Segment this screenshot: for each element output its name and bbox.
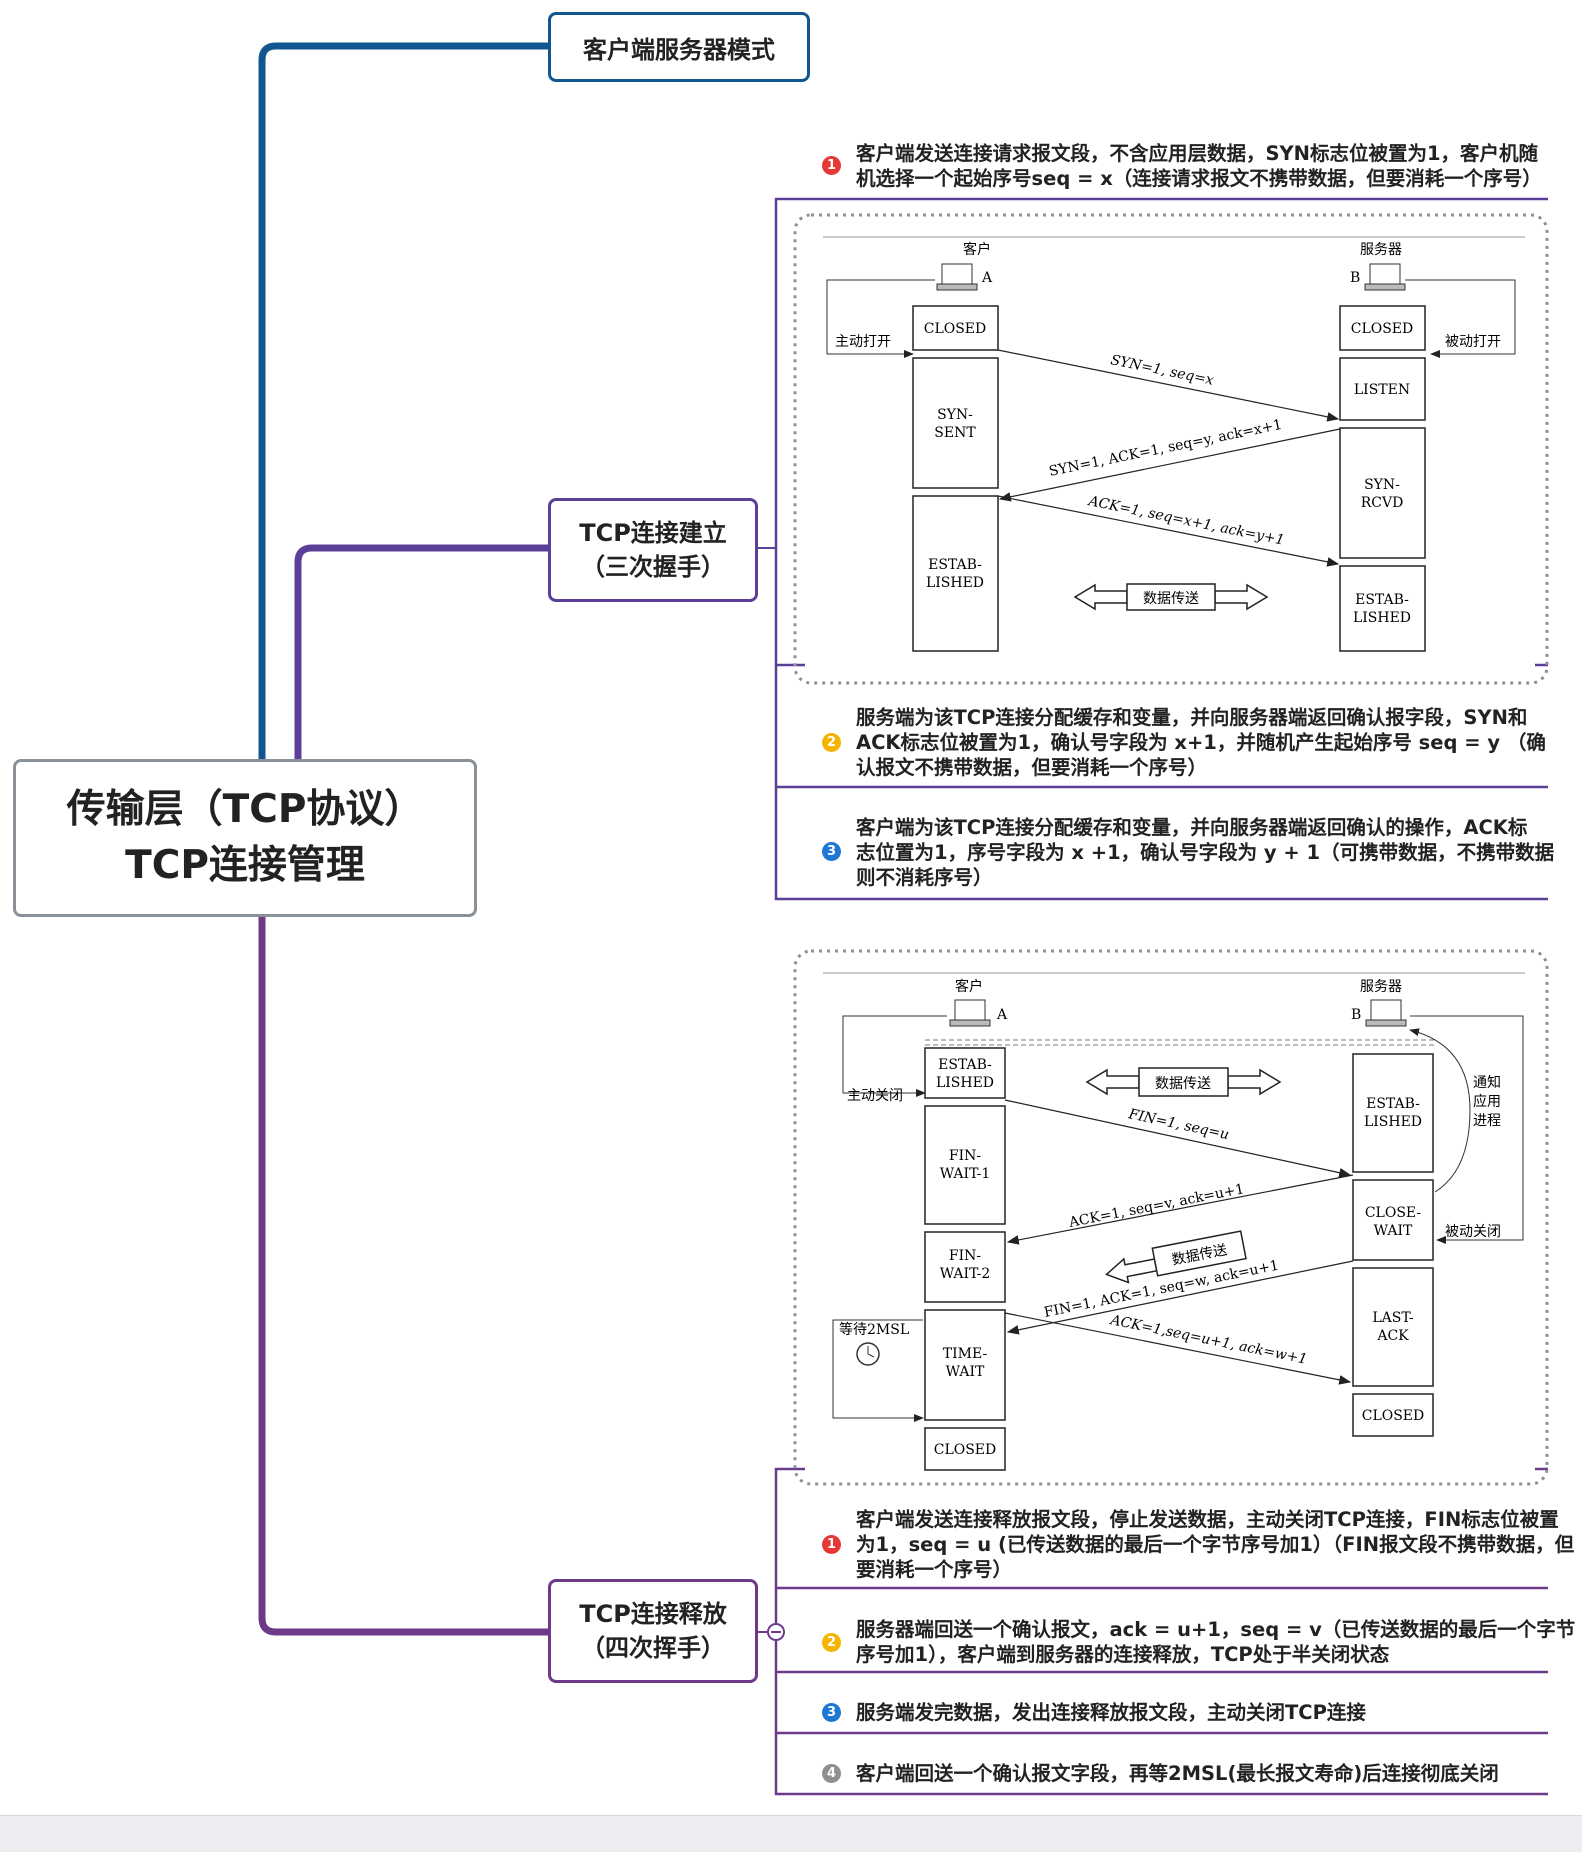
svg-text:等待2MSL: 等待2MSL	[839, 1321, 909, 1338]
svg-text:WAIT-1: WAIT-1	[940, 1166, 991, 1182]
badge-1-icon: 1	[822, 1535, 841, 1554]
connect-item-1-line1: 客户端发送连接请求报文段，不含应用层数据，SYN标志位被置为1，客户机随	[856, 142, 1539, 165]
svg-text:ESTAB-: ESTAB-	[1355, 592, 1409, 608]
topic-client-server[interactable]: 客户端服务器模式	[548, 12, 810, 82]
release-item-2-line1: 服务器端回送一个确认报文，ack = u+1，seq = v（已传送数据的最后一…	[856, 1618, 1576, 1641]
svg-text:数据传送: 数据传送	[1155, 1076, 1211, 1092]
svg-text:主动关闭: 主动关闭	[847, 1088, 903, 1104]
badge-1-icon: 1	[822, 156, 841, 175]
topic-tcp-connect[interactable]: TCP连接建立 （三次握手）	[548, 498, 758, 602]
connect-item-1-line2: 机选择一个起始序号seq = x（连接请求报文不携带数据，但要消耗一个序号）	[856, 167, 1542, 190]
svg-text:CLOSE-: CLOSE-	[1365, 1205, 1422, 1221]
topic-tcp-release[interactable]: TCP连接释放 （四次挥手）	[548, 1579, 758, 1683]
svg-text:LISHED: LISHED	[926, 575, 984, 591]
topic-release-line2: （四次挥手）	[580, 1634, 725, 1662]
wave-diagram: 客户 服务器 A B 主动关闭 被动关闭 通知 应用 进程 等待2MSL EST…	[805, 960, 1535, 1475]
topic-connect-line2: （三次握手）	[580, 553, 725, 581]
release-item-1[interactable]: 客户端发送连接释放报文段，停止发送数据，主动关闭TCP连接，FIN标志位被置 为…	[856, 1507, 1574, 1582]
server-label: 服务器	[1360, 242, 1402, 258]
badge-2-icon: 2	[822, 1633, 841, 1652]
connect-item-1[interactable]: 客户端发送连接请求报文段，不含应用层数据，SYN标志位被置为1，客户机随 机选择…	[856, 141, 1542, 191]
svg-text:主动打开: 主动打开	[835, 333, 891, 350]
bottom-scroll-bar[interactable]	[0, 1815, 1582, 1852]
svg-text:进程: 进程	[1473, 1113, 1501, 1129]
svg-text:SYN-: SYN-	[1364, 477, 1400, 493]
badge-3-icon: 3	[822, 1703, 841, 1722]
connect-item-3[interactable]: 客户端为该TCP连接分配缓存和变量，并向服务器端返回确认的操作，ACK标 志位置…	[856, 815, 1554, 890]
release-item-1-line1: 客户端发送连接释放报文段，停止发送数据，主动关闭TCP连接，FIN标志位被置	[856, 1508, 1559, 1531]
svg-text:LISHED: LISHED	[1353, 610, 1411, 626]
release-item-2-line2: 序号加1），客户端到服务器的连接释放，TCP处于半关闭状态	[856, 1643, 1390, 1666]
connector-connect	[294, 544, 548, 759]
root-title-line1: 传输层（TCP协议）	[66, 787, 424, 832]
svg-text:FIN-: FIN-	[949, 1248, 981, 1264]
svg-text:LAST-: LAST-	[1372, 1310, 1414, 1326]
svg-text:SENT: SENT	[934, 425, 976, 441]
connector-cs	[258, 42, 548, 759]
svg-text:RCVD: RCVD	[1361, 495, 1404, 511]
badge-2-icon: 2	[822, 733, 841, 752]
release-item-2[interactable]: 服务器端回送一个确认报文，ack = u+1，seq = v（已传送数据的最后一…	[856, 1617, 1575, 1667]
release-item-3[interactable]: 服务端发完数据，发出连接释放报文段，主动关闭TCP连接	[856, 1700, 1366, 1725]
svg-text:CLOSED: CLOSED	[1351, 321, 1414, 337]
svg-text:A: A	[996, 1007, 1008, 1023]
svg-text:SYN-: SYN-	[937, 407, 973, 423]
svg-text:B: B	[1351, 1007, 1361, 1023]
release-item-4-line1: 客户端回送一个确认报文字段，再等2MSL(最长报文寿命)后连接彻底关闭	[856, 1762, 1499, 1785]
connect-item-3-line3: 则不消耗序号）	[856, 866, 993, 889]
badge-4-icon: 4	[822, 1764, 841, 1783]
root-node[interactable]: 传输层（TCP协议） TCP连接管理	[13, 759, 477, 917]
svg-text:LISHED: LISHED	[936, 1075, 994, 1091]
topic-release-line1: TCP连接释放	[579, 1600, 727, 1628]
svg-text:CLOSED: CLOSED	[1362, 1408, 1425, 1424]
svg-text:A: A	[981, 270, 993, 286]
connect-item-2[interactable]: 服务端为该TCP连接分配缓存和变量，并向服务器端返回确认报字段，SYN和 ACK…	[856, 705, 1546, 780]
svg-text:被动打开: 被动打开	[1445, 333, 1501, 350]
connect-item-2-line3: 认报文不携带数据，但要消耗一个序号）	[856, 756, 1208, 779]
topic-connect-line1: TCP连接建立	[579, 519, 727, 547]
release-item-4[interactable]: 客户端回送一个确认报文字段，再等2MSL(最长报文寿命)后连接彻底关闭	[856, 1761, 1499, 1786]
svg-text:WAIT: WAIT	[946, 1364, 985, 1380]
svg-text:ESTAB-: ESTAB-	[1366, 1096, 1420, 1112]
svg-text:TIME-: TIME-	[943, 1346, 988, 1362]
svg-text:ESTAB-: ESTAB-	[938, 1057, 992, 1073]
computer-icon	[1364, 263, 1406, 291]
svg-text:应用: 应用	[1473, 1093, 1501, 1110]
svg-text:ESTAB-: ESTAB-	[928, 557, 982, 573]
computer-icon	[949, 999, 991, 1027]
computer-icon	[936, 263, 978, 291]
svg-text:CLOSED: CLOSED	[934, 1442, 997, 1458]
svg-text:CLOSED: CLOSED	[924, 321, 987, 337]
svg-text:WAIT-2: WAIT-2	[940, 1266, 991, 1282]
computer-icon	[1365, 999, 1407, 1027]
topic-client-server-label: 客户端服务器模式	[583, 35, 775, 64]
connect-item-2-line2: ACK标志位被置为1，确认号字段为 x+1，并随机产生起始序号 seq = y …	[856, 731, 1546, 754]
svg-text:客户: 客户	[955, 978, 983, 995]
svg-text:ACK: ACK	[1376, 1328, 1409, 1344]
release-item-3-line1: 服务端发完数据，发出连接释放报文段，主动关闭TCP连接	[856, 1701, 1366, 1724]
connector-release	[258, 917, 548, 1636]
svg-text:B: B	[1350, 270, 1360, 286]
clock-icon	[856, 1342, 880, 1366]
root-title-line2: TCP连接管理	[125, 843, 365, 888]
connect-item-2-line1: 服务端为该TCP连接分配缓存和变量，并向服务器端返回确认报字段，SYN和	[856, 706, 1528, 729]
svg-text:数据传送: 数据传送	[1143, 591, 1199, 607]
svg-text:FIN-: FIN-	[949, 1148, 981, 1164]
release-item-1-line3: 要消耗一个序号）	[856, 1558, 1013, 1581]
connect-item-3-line2: 志位置为1，序号字段为 x +1，确认号字段为 y + 1（可携带数据，不携带数…	[856, 841, 1555, 864]
connect-item-3-line1: 客户端为该TCP连接分配缓存和变量，并向服务器端返回确认的操作，ACK标	[856, 816, 1528, 839]
svg-text:服务器: 服务器	[1360, 979, 1402, 995]
svg-text:通知: 通知	[1473, 1074, 1501, 1091]
release-item-1-line2: 为1，seq = u (已传送数据的最后一个字节序号加1）（FIN报文段不携带数…	[856, 1533, 1575, 1556]
handshake-diagram: 客户 服务器 A B 主动打开 被动打开 CLOSED SYN- SENT ES…	[805, 224, 1535, 674]
svg-text:LISTEN: LISTEN	[1354, 382, 1410, 398]
client-label: 客户	[963, 241, 991, 258]
svg-text:WAIT: WAIT	[1374, 1223, 1413, 1239]
svg-text:LISHED: LISHED	[1364, 1114, 1422, 1130]
badge-3-icon: 3	[822, 842, 841, 861]
svg-text:被动关闭: 被动关闭	[1445, 1224, 1501, 1240]
